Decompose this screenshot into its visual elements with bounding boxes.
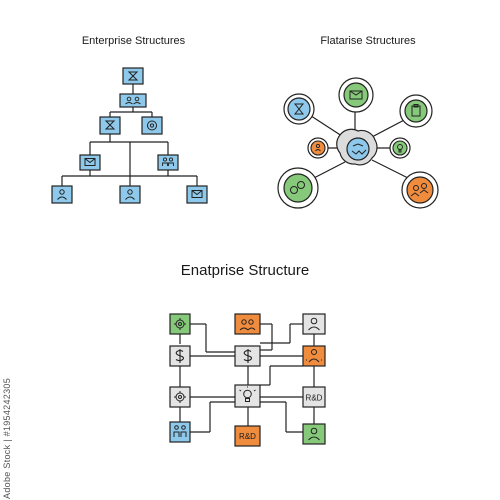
enatprise-box-r2c2 — [234, 345, 261, 367]
gear-icon — [174, 318, 186, 330]
flatarise-node-right — [389, 137, 411, 159]
gear-icon — [174, 391, 186, 403]
person-icon — [315, 143, 321, 152]
flatarise-node-bottom-right — [401, 171, 439, 209]
flatarise-node-top-right — [399, 94, 433, 128]
enatprise-box-r1c2 — [234, 313, 261, 335]
enatprise-structure-title: Enatprise Structure — [180, 262, 310, 279]
user-icon — [308, 317, 320, 331]
flatarise-node-bottom-left — [277, 167, 319, 209]
enatprise-box-r2c1 — [169, 345, 191, 367]
enterprise-structures-title: Enterprise Structures — [81, 35, 186, 47]
user-icon — [57, 189, 67, 200]
enterprise-box-level4-right — [157, 154, 179, 171]
lightbulb-icon — [397, 144, 403, 153]
flatarise-node-top — [338, 77, 374, 113]
enatprise-box-r3c3: R&D — [302, 386, 326, 408]
enterprise-box-level3-left — [99, 116, 121, 135]
user-icon — [308, 427, 320, 441]
team-icon — [306, 349, 322, 363]
hourglass-icon — [104, 120, 116, 130]
enatprise-box-r1c1 — [169, 313, 191, 335]
enterprise-box-level4-left — [79, 154, 101, 171]
people-icon — [410, 183, 429, 197]
dollar-icon — [175, 349, 185, 363]
hourglass-icon — [293, 103, 305, 115]
enterprise-box-bottom-left — [51, 185, 73, 204]
dollar-icon — [243, 349, 253, 363]
mail-icon — [84, 158, 96, 166]
enterprise-box-bottom-center — [119, 185, 141, 204]
people-icon — [173, 425, 187, 437]
target-icon — [147, 120, 157, 131]
enterprise-box-top — [122, 67, 144, 85]
enatprise-box-r4c2: R&D — [234, 425, 261, 447]
enterprise-box-bottom-right — [186, 185, 208, 204]
mail-icon — [349, 90, 363, 100]
enatprise-box-r3c1 — [169, 386, 191, 408]
flatarise-node-top-left — [283, 93, 315, 125]
flatarise-node-left — [307, 137, 329, 159]
mail-icon — [191, 190, 203, 198]
team-icon — [239, 319, 256, 331]
enterprise-hierarchy — [61, 84, 198, 186]
enatprise-box-r4c3 — [302, 423, 326, 445]
people-icon — [290, 181, 305, 194]
lightbulb-icon — [239, 386, 256, 402]
handshake-icon — [351, 143, 367, 155]
enatprise-box-r1c3 — [302, 313, 326, 335]
clipboard-icon — [411, 104, 421, 117]
enterprise-box-level3-right — [141, 116, 163, 135]
flatarise-structures-title: Flatarise Structures — [320, 35, 416, 47]
hourglass-icon — [127, 71, 139, 81]
enatprise-box-r3c2 — [234, 384, 261, 408]
flatarise-hub — [336, 128, 378, 166]
enterprise-box-level2 — [119, 93, 147, 108]
enatprise-connectors — [179, 323, 315, 433]
rnd-label: R&D — [306, 394, 323, 403]
user-icon — [125, 189, 135, 200]
enatprise-box-r2c3 — [302, 345, 326, 367]
enatprise-box-r4c1 — [169, 421, 191, 443]
team-icon — [125, 96, 141, 105]
rnd-label: R&D — [239, 432, 256, 441]
people-icon — [162, 157, 174, 166]
stock-id-watermark: Adobe Stock | #1954242305 — [2, 378, 12, 499]
